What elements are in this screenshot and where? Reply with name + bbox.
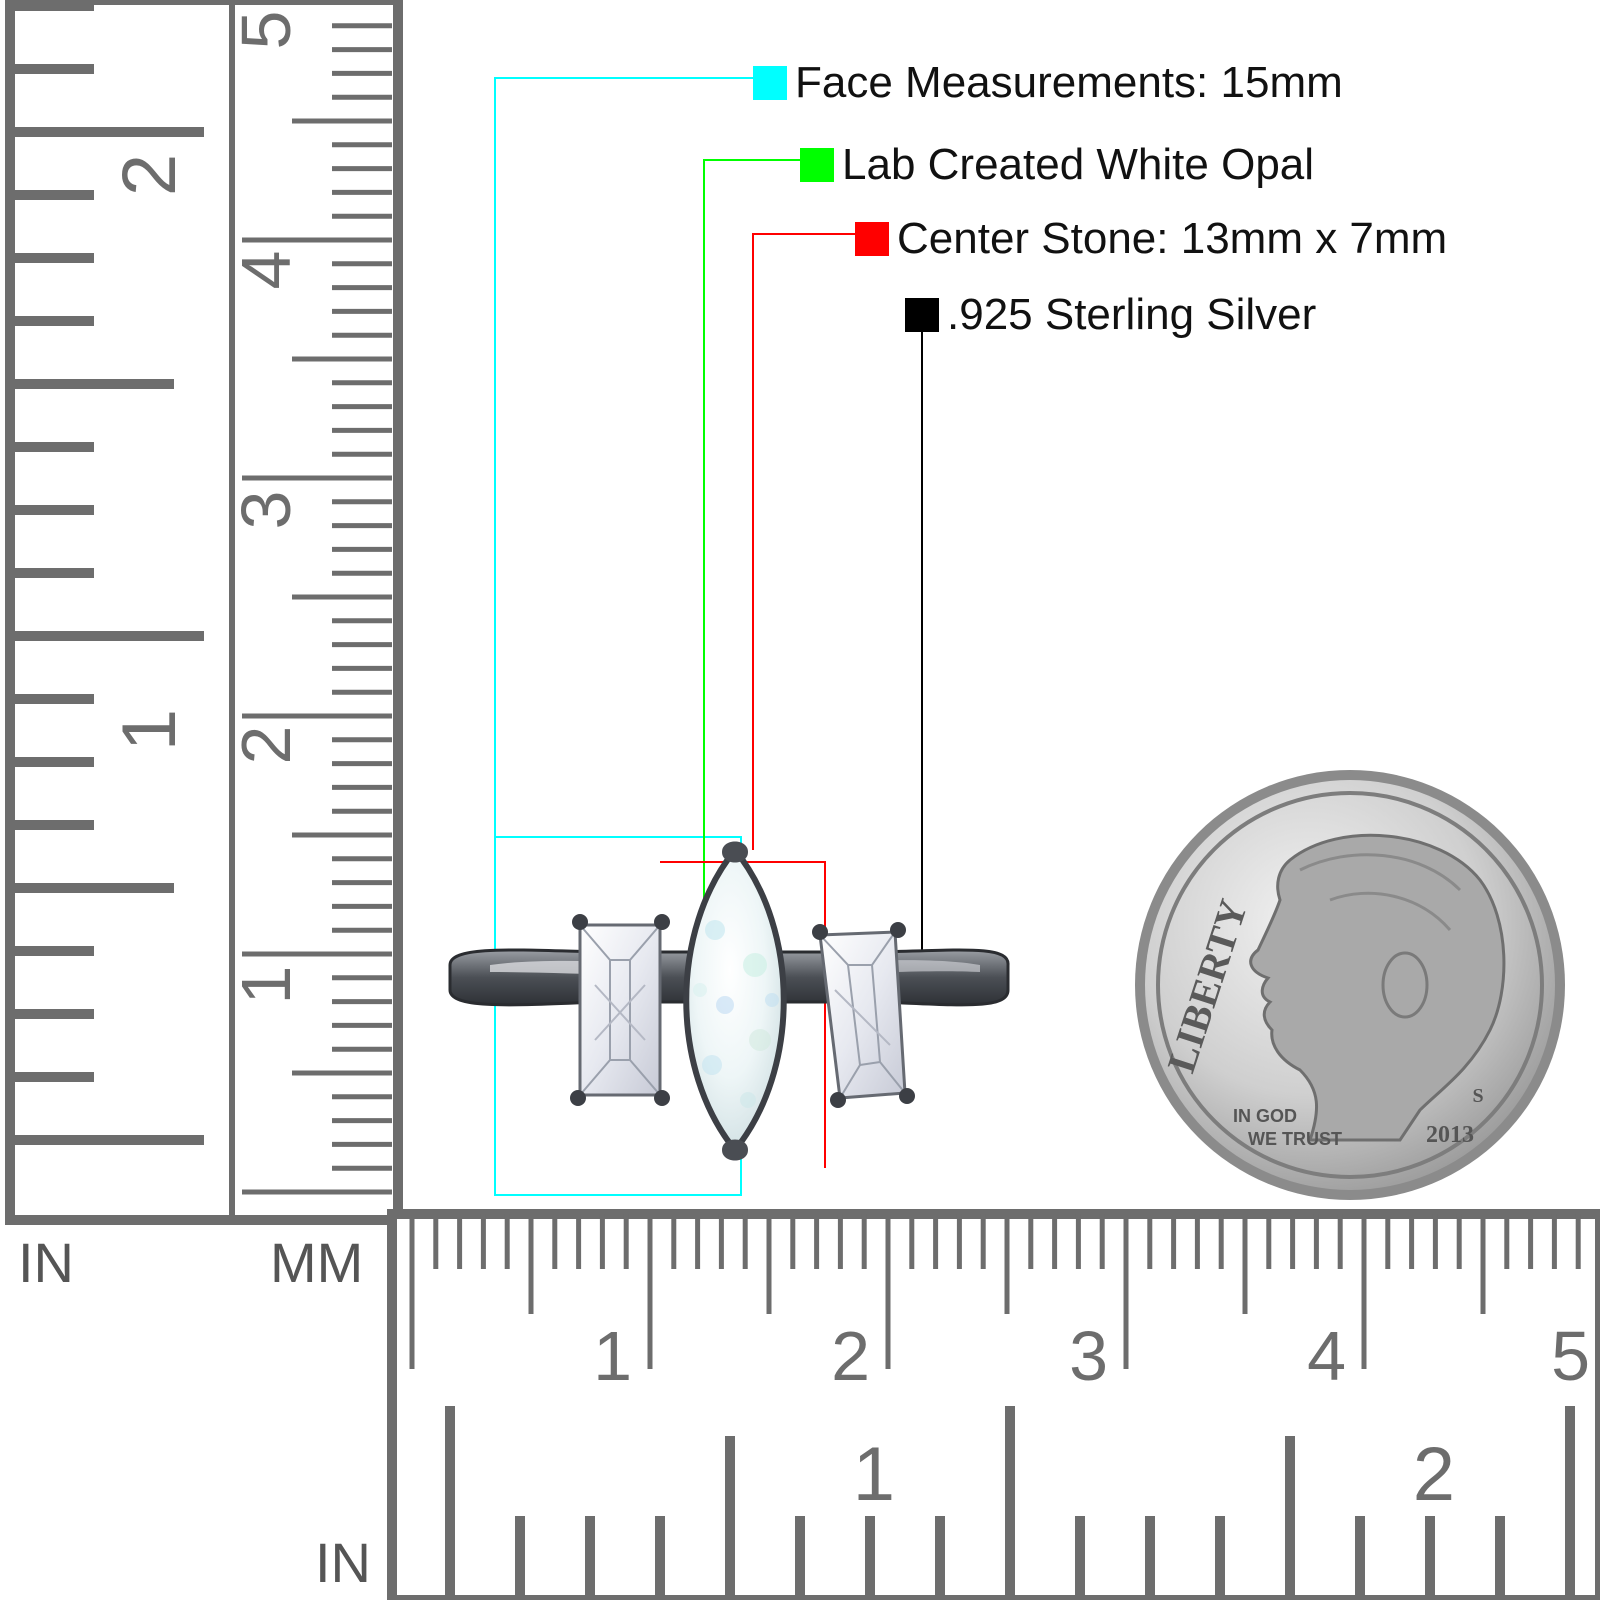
center-opal-stone (683, 841, 787, 1161)
coin-motto-line-1: IN GOD (1233, 1106, 1297, 1126)
bottom-prong (722, 1139, 748, 1161)
horizontal-cm-number: 3 (1069, 1317, 1108, 1395)
horizontal-ruler (387, 1209, 1600, 1600)
vertical-cm-number: 4 (227, 251, 305, 290)
vertical-cm-number: 3 (227, 491, 305, 530)
horizontal-inch-number: 2 (1413, 1432, 1455, 1517)
horizontal-inch-number: 1 (853, 1432, 895, 1517)
opal-leader-line (703, 159, 800, 960)
swatch-black (905, 298, 939, 332)
horizontal-cm-number: 2 (831, 1317, 870, 1395)
vertical-cm-number: 2 (227, 726, 305, 765)
vertical-inch-number: 2 (107, 154, 192, 196)
vertical-ruler (5, 0, 403, 1225)
vertical-cm-number: 5 (227, 11, 305, 50)
legend-face-text: Face Measurements: 15mm (795, 58, 1343, 107)
vertical-cm-number: 1 (227, 966, 305, 1005)
portrait (1249, 833, 1506, 1142)
coin-motto-line-2: WE TRUST (1248, 1129, 1342, 1149)
coin-mint-mark: S (1472, 1085, 1483, 1107)
swatch-cyan (753, 66, 787, 100)
corner-in-label: IN (18, 1231, 74, 1294)
left-side-stone (570, 914, 670, 1106)
top-prong (722, 841, 748, 863)
legend-center-stone: Center Stone: 13mm x 7mm (855, 214, 1447, 264)
legend-opal: Lab Created White Opal (800, 140, 1314, 190)
vertical-inch-number: 1 (107, 709, 192, 751)
legend-opal-text: Lab Created White Opal (842, 140, 1315, 189)
legend-face-measurements: Face Measurements: 15mm (753, 58, 1343, 108)
ring (448, 841, 1010, 1161)
legend-metal: .925 Sterling Silver (905, 290, 1316, 340)
swatch-green (800, 148, 834, 182)
corner-mm-label: MM (270, 1231, 364, 1294)
horizontal-cm-number: 5 (1551, 1317, 1590, 1395)
horizontal-cm-number: 1 (593, 1317, 632, 1395)
legend-center-text: Center Stone: 13mm x 7mm (897, 214, 1448, 263)
bottom-in-label: IN (315, 1531, 371, 1594)
swatch-red (855, 222, 889, 256)
right-side-stone (812, 922, 915, 1108)
dime-coin: LIBERTY IN GOD WE TRUST 2013 S (1135, 770, 1565, 1200)
legend-metal-text: .925 Sterling Silver (947, 290, 1317, 339)
coin-year: 2013 (1426, 1122, 1474, 1148)
center-stone-lines (660, 233, 855, 1168)
horizontal-cm-number: 4 (1307, 1317, 1346, 1395)
